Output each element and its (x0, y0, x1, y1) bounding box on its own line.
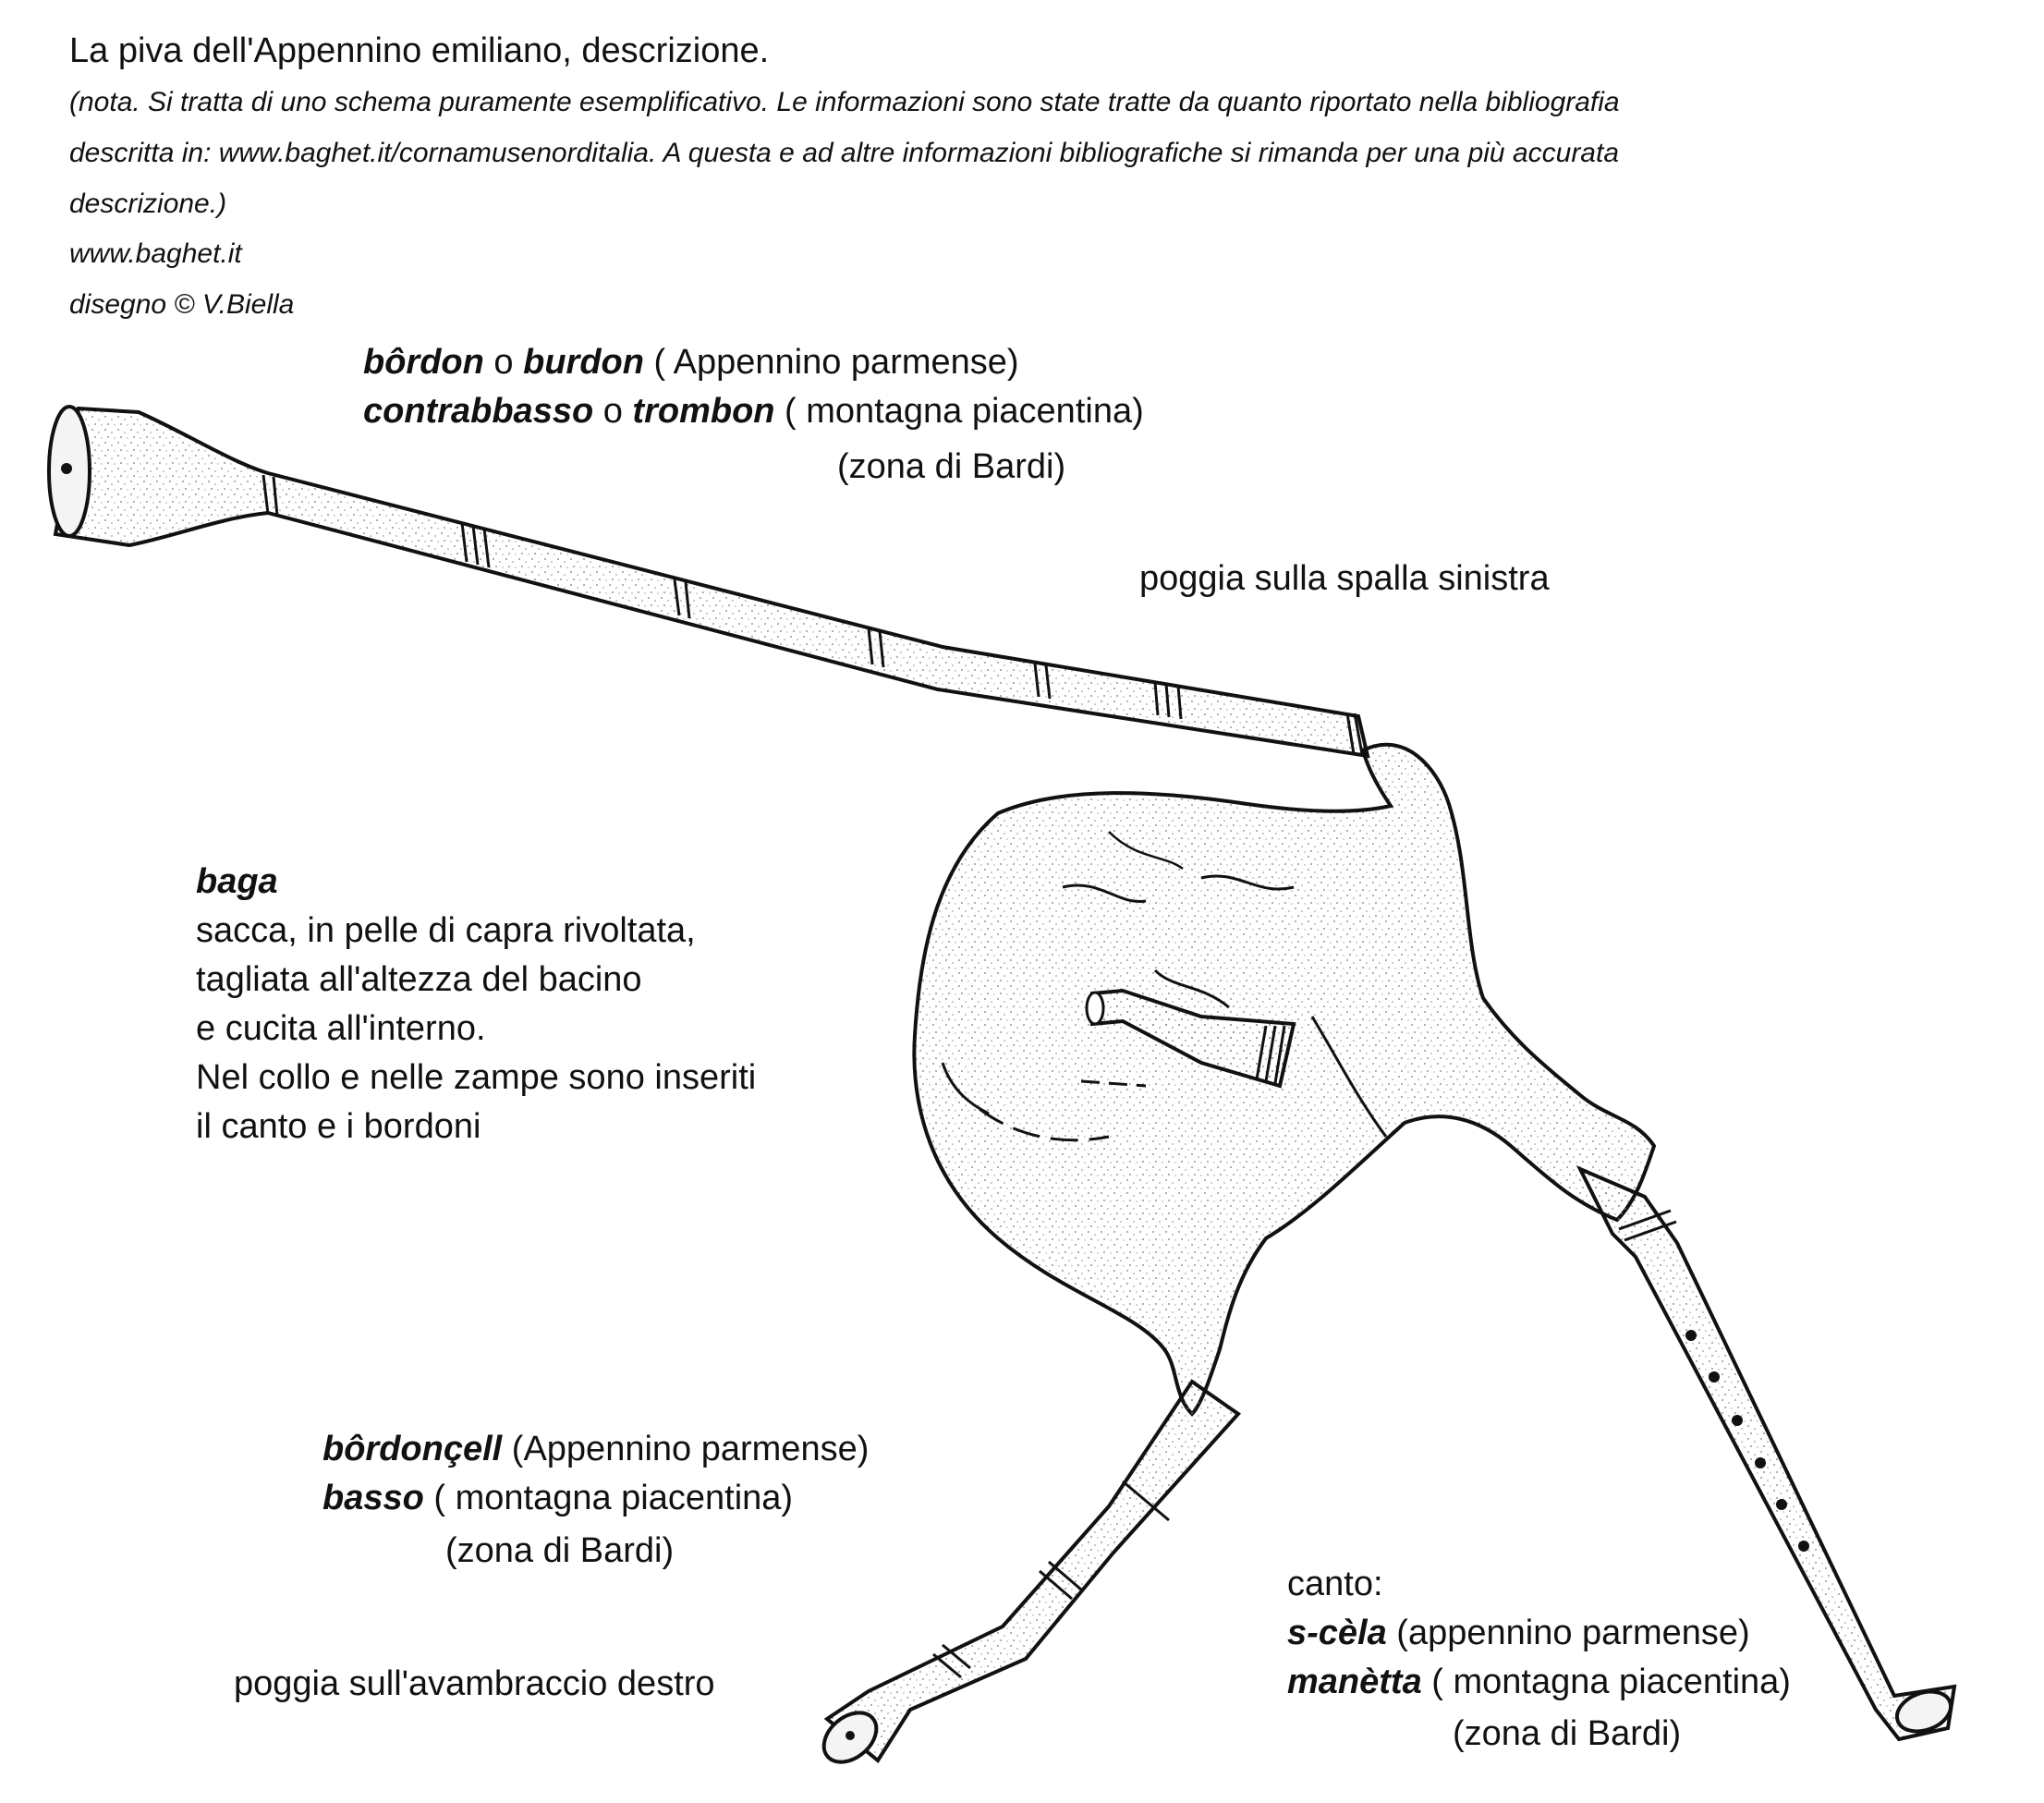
baga-line-4: Nel collo e nelle zampe sono inseriti (196, 1058, 757, 1097)
term-contrabbasso: contrabbasso (363, 392, 594, 431)
term-scela: s-cèla (1287, 1614, 1387, 1652)
term-bordon: bôrdon (363, 343, 484, 382)
label-bordon: bôrdon o burdon ( Appennino parmense) co… (363, 338, 1144, 436)
website-text: www.baghet.it (69, 238, 242, 269)
chanter (1576, 1165, 1957, 1742)
baga-line-1: sacca, in pelle di capra rivoltata, (196, 911, 696, 950)
zone-canto: (zona di Bardi) (1453, 1714, 1682, 1753)
region-text: ( montagna piacentina) (774, 392, 1144, 431)
label-spalla: poggia sulla spalla sinistra (1139, 559, 1550, 598)
label-bordoncell: bôrdonçell (Appennino parmense) basso ( … (322, 1425, 869, 1523)
baga-line-5: il canto e i bordoni (196, 1107, 481, 1146)
term-basso: basso (322, 1479, 424, 1517)
credit-text: disegno © V.Biella (69, 289, 295, 320)
bag-shape (912, 742, 1657, 1417)
region-text: (Appennino parmense) (502, 1430, 870, 1468)
bordoncell-drone (821, 1379, 1241, 1764)
term-trombon: trombon (632, 392, 775, 431)
label-canto: canto: s-cèla (appennino parmense) manèt… (1287, 1560, 1791, 1707)
region-text: (appennino parmense) (1386, 1614, 1750, 1652)
term-baga: baga (196, 862, 278, 901)
baga-line-2: tagliata all'altezza del bacino (196, 960, 642, 999)
bordon-drone (47, 405, 1370, 759)
term-burdon: burdon (523, 343, 644, 382)
or-text: o (593, 392, 633, 431)
term-bordoncell: bôrdonçell (322, 1430, 503, 1468)
blowpipe (1085, 988, 1296, 1089)
term-manetta: manètta (1287, 1663, 1422, 1701)
zone-bordon: (zona di Bardi) (837, 447, 1066, 486)
or-text: o (483, 343, 524, 382)
label-avambraccio: poggia sull'avambraccio destro (234, 1664, 715, 1703)
baga-line-3: e cucita all'interno. (196, 1009, 486, 1048)
label-baga: baga sacca, in pelle di capra rivoltata,… (196, 858, 756, 1151)
note-line-1: (nota. Si tratta di uno schema puramente… (69, 87, 1620, 117)
region-text: ( montagna piacentina) (423, 1479, 794, 1517)
note-line-3: descrizione.) (69, 189, 227, 219)
page-title: La piva dell'Appennino emiliano, descriz… (69, 31, 770, 70)
region-text: ( montagna piacentina) (1421, 1663, 1791, 1701)
region-text: ( Appennino parmense) (643, 343, 1019, 382)
note-line-2: descritta in: www.baghet.it/cornamusenor… (69, 138, 1620, 168)
canto-heading: canto: (1287, 1565, 1383, 1603)
zone-bordoncell: (zona di Bardi) (445, 1531, 675, 1570)
